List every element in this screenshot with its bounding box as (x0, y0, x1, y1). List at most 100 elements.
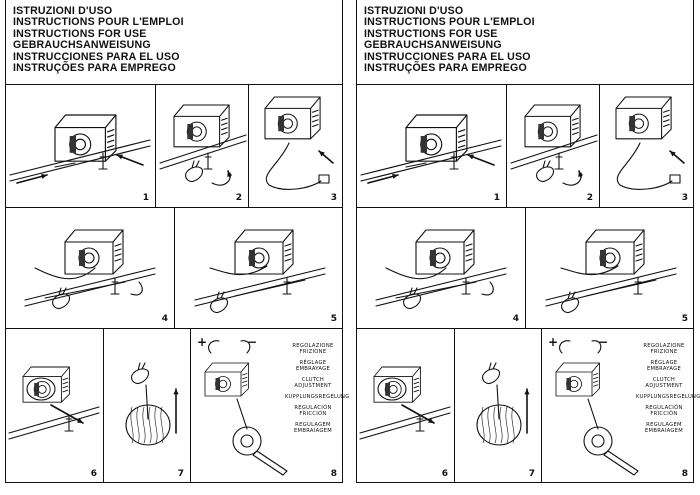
step-panel-2: 2 (507, 85, 599, 207)
arrow-icon (670, 151, 684, 163)
clutch-label: REGOLAZIONE FRIZIONE (285, 343, 341, 355)
winder-machine-illustration (55, 115, 116, 161)
step-number: 2 (236, 193, 242, 203)
step-panel-8: 8 + − REGOLAZIONE FRIZIONE RÉGLAGE EMBRAYAGE… (191, 329, 343, 483)
winder-machine-illustration (556, 363, 600, 396)
hand-illustration (537, 161, 554, 182)
clutch-adjustment-labels: REGOLAZIONE FRIZIONE RÉGLAGE EMBRAYAGE CLU… (636, 343, 692, 439)
step-number: 4 (513, 314, 519, 324)
clutch-label: REGULACIÓN FRICCIÓN (636, 405, 692, 417)
step-panel-5: 5 (175, 208, 343, 328)
clutch-label: REGULAGEM EMBRAIAGEM (636, 422, 692, 434)
clamp-screw-illustration (111, 278, 119, 294)
step-panel-1: 1 (5, 85, 155, 207)
step-panel-5: 5 (526, 208, 694, 328)
step-illustration (104, 329, 190, 483)
step-number: 3 (682, 193, 688, 203)
title-line: INSTRUÇÕES PARA EMPREGO (364, 63, 535, 74)
step-panel-7: 7 (455, 329, 541, 483)
winder-machine-illustration (65, 230, 123, 274)
arrow-left-icon (468, 155, 494, 165)
rotate-arrow-icon (578, 171, 583, 177)
clamp-screw-illustration (462, 278, 470, 294)
step-illustration (507, 85, 599, 207)
step-panel-4: 4 (5, 208, 174, 328)
step-illustration (356, 208, 525, 328)
step-panel-1: 1 (356, 85, 506, 207)
step-illustration (5, 329, 103, 483)
step-number: 1 (494, 193, 500, 203)
step-illustration (5, 208, 174, 328)
clutch-label: REGULAGEM EMBRAIAGEM (285, 422, 341, 434)
step-illustration (455, 329, 541, 483)
clutch-adjustment-labels: REGOLAZIONE FRIZIONE RÉGLAGE EMBRAYAGE CLU… (285, 343, 341, 439)
clutch-label: RÉGLAGE EMBRAYAGE (636, 360, 692, 372)
clamp-screw-illustration (283, 278, 291, 294)
clamp-screw-illustration (634, 278, 642, 294)
step-number: 2 (587, 193, 593, 203)
winder-machine-illustration (525, 105, 580, 147)
step-number: 7 (529, 469, 535, 479)
step-illustration (249, 85, 343, 207)
rotate-arrow-icon (227, 171, 232, 177)
minus-sign: − (247, 335, 257, 349)
arrow-icon (51, 405, 83, 423)
arrow-up-icon (173, 389, 178, 433)
title-line: INSTRUÇÕES PARA EMPREGO (13, 63, 184, 74)
step-illustration (175, 208, 343, 328)
plus-sign: + (197, 335, 207, 349)
plus-sign: + (548, 335, 558, 349)
winder-machine-illustration (174, 105, 229, 147)
clutch-label: KUPPLUNGSREGELUNG (636, 394, 692, 400)
arrow-icon (402, 405, 434, 423)
step-number: 8 (682, 469, 688, 479)
step-illustration (526, 208, 694, 328)
title-line: GEBRAUCHSANWEISUNG (13, 40, 184, 51)
winder-machine-illustration (406, 115, 467, 161)
step-illustration (356, 85, 506, 207)
clutch-label: KUPPLUNGSREGELUNG (285, 394, 341, 400)
minus-sign: − (598, 335, 608, 349)
clutch-label: RÉGLAGE EMBRAYAGE (285, 360, 341, 372)
title-line: GEBRAUCHSANWEISUNG (364, 40, 535, 51)
step-number: 4 (162, 314, 168, 324)
winder-machine-illustration (23, 367, 69, 402)
step-number: 7 (178, 469, 184, 479)
step-number: 6 (442, 469, 448, 479)
clutch-label: REGOLAZIONE FRIZIONE (636, 343, 692, 355)
step-illustration (156, 85, 248, 207)
sheet-titles: ISTRUZIONI D'USOINSTRUCTIONS POUR L'EMPL… (364, 6, 535, 74)
clutch-label: REGULACIÓN FRICCIÓN (285, 405, 341, 417)
step-illustration (356, 329, 454, 483)
clamp-screw-illustration (555, 153, 563, 169)
winder-machine-illustration (374, 367, 420, 402)
winder-machine-illustration (265, 97, 320, 139)
step-number: 3 (331, 193, 337, 203)
arrow-icon (319, 151, 333, 163)
hand-illustration (186, 161, 203, 182)
step-panel-4: 4 (356, 208, 525, 328)
step-panel-3: 3 (249, 85, 343, 207)
step-panel-8: 8 + − REGOLAZIONE FRIZIONE RÉGLAGE EMBRAYAGE… (542, 329, 694, 483)
step-panel-6: 6 (5, 329, 103, 483)
clutch-label: CLUTCH ADJUSTMENT (636, 377, 692, 389)
step-number: 5 (331, 314, 337, 324)
step-number: 8 (331, 469, 337, 479)
step-panel-2: 2 (156, 85, 248, 207)
step-number: 6 (91, 469, 97, 479)
step-illustration (5, 85, 155, 207)
clamp-screw-illustration (204, 153, 212, 169)
winder-machine-illustration (205, 363, 249, 396)
clutch-label: CLUTCH ADJUSTMENT (285, 377, 341, 389)
step-number: 1 (143, 193, 149, 203)
winder-machine-illustration (416, 230, 474, 274)
step-illustration (600, 85, 694, 207)
arrow-left-icon (117, 155, 143, 165)
step-panel-3: 3 (600, 85, 694, 207)
hand-illustration (483, 363, 500, 384)
step-number: 5 (682, 314, 688, 324)
winder-machine-illustration (616, 97, 671, 139)
